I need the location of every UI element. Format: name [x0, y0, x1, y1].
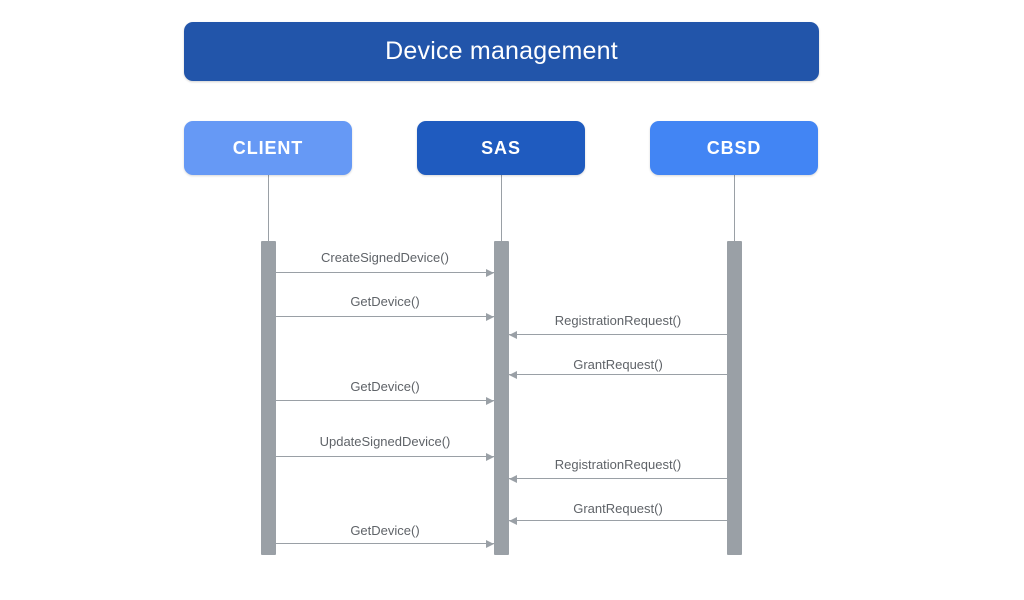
participant-box-sas[interactable]: SAS [417, 121, 585, 175]
arrowhead-right-icon [486, 396, 494, 405]
message-label: GrantRequest() [573, 357, 663, 372]
message-line [276, 272, 494, 273]
lifeline-cbsd [734, 175, 735, 241]
message-label: GetDevice() [350, 294, 420, 309]
activation-bar-client [261, 241, 276, 555]
arrowhead-left-icon [509, 370, 517, 379]
arrowhead-right-icon [486, 539, 494, 548]
message-label: GetDevice() [350, 379, 420, 394]
lifeline-sas [501, 175, 502, 241]
arrowhead-left-icon [509, 330, 517, 339]
message-label: CreateSignedDevice() [321, 250, 449, 265]
participant-label-client: CLIENT [232, 138, 304, 158]
message-label: GrantRequest() [573, 501, 663, 516]
lifeline-client [268, 175, 269, 241]
arrowhead-right-icon [486, 312, 494, 321]
message-label: UpdateSignedDevice() [319, 434, 451, 449]
message-line [509, 374, 727, 375]
diagram-title-text: Device management [385, 37, 618, 65]
arrowhead-left-icon [509, 516, 517, 525]
message-line [509, 520, 727, 521]
participant-label-cbsd: CBSD [706, 138, 762, 158]
arrowhead-right-icon [486, 268, 494, 277]
diagram-title-banner: Device management [184, 22, 819, 81]
participant-box-client[interactable]: CLIENT [184, 121, 352, 175]
message-label: RegistrationRequest() [554, 313, 682, 328]
message-line [276, 400, 494, 401]
message-line [509, 334, 727, 335]
message-label: GetDevice() [350, 523, 420, 538]
message-line [276, 316, 494, 317]
arrowhead-right-icon [486, 452, 494, 461]
message-line [276, 543, 494, 544]
participant-box-cbsd[interactable]: CBSD [650, 121, 818, 175]
message-label: RegistrationRequest() [554, 457, 682, 472]
message-line [509, 478, 727, 479]
arrowhead-left-icon [509, 474, 517, 483]
activation-bar-sas [494, 241, 509, 555]
participant-label-sas: SAS [481, 138, 521, 158]
activation-bar-cbsd [727, 241, 742, 555]
message-line [276, 456, 494, 457]
